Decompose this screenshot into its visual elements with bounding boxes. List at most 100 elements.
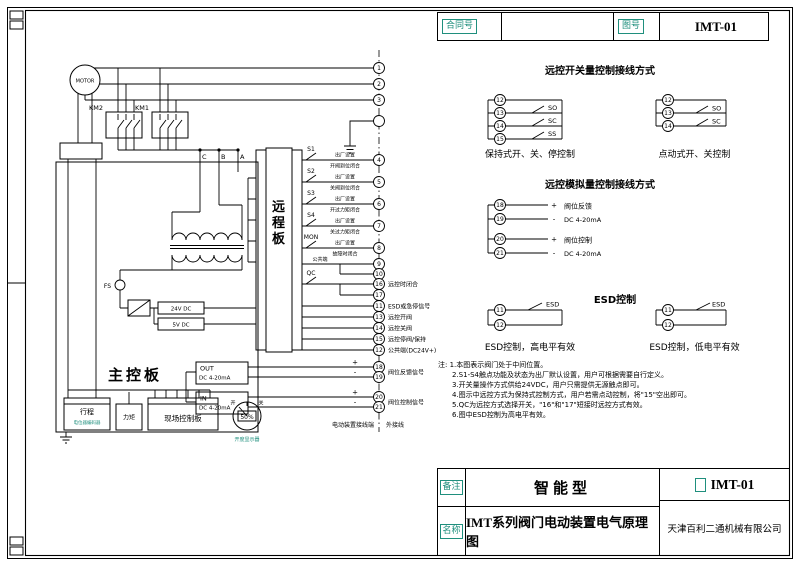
analog-feedback-range: DC 4-20mA <box>564 216 602 224</box>
feedback-signal-label: 阀位反馈信号 <box>388 369 424 377</box>
km1-label: KM1 <box>135 104 149 112</box>
terminal-7: 7 <box>377 223 381 230</box>
phase-b-label: B <box>221 153 225 161</box>
drawing-no-value: IMT-01 <box>659 13 768 40</box>
hold-terminal-15: 15 <box>496 136 504 143</box>
analog-control-label: 阀位控制 <box>564 236 592 245</box>
jog-terminal-13: 13 <box>664 110 672 117</box>
terminal-9: 9 <box>377 261 381 268</box>
contract-no-cell: 合同号 <box>438 13 501 40</box>
analog-sign-4: - <box>553 250 556 258</box>
remote-input-rows: QC 16 远控时闭合 17 11 ESD或急停信号 13 远控开阀 14 远控… <box>302 270 436 356</box>
dial-caption: 开度显示器 <box>234 436 259 443</box>
hold-terminal-14: 14 <box>496 123 504 130</box>
common-terminal-label: 公共端 <box>312 256 327 263</box>
switch-s1-label: S1 <box>307 146 315 153</box>
terminal-21: 21 <box>375 404 383 411</box>
feedback-switch-rows: S1 出厂设置 开阀到位闭合 4 S2 出厂设置 关阀到位闭合 5 S3 出厂设… <box>302 146 385 280</box>
dial-open-label: 开 <box>230 401 235 407</box>
power-terminal-3: 3 <box>377 97 381 104</box>
in-plus-sign: + <box>352 389 358 397</box>
dial-close-label: 关 <box>258 400 263 407</box>
esd-low-terminal-11: 11 <box>664 307 672 314</box>
note-line-4: 4.图示中远控方式为保持式控制方式，用户若需点动控制，将"15"空出即可。 <box>452 391 692 399</box>
jog-terminal-12: 12 <box>664 97 672 104</box>
title-block-labels: 备注 名称 <box>438 469 466 555</box>
psu-24v-label: 24V DC <box>171 307 192 313</box>
esd-section-title: ESD控制 <box>593 295 637 306</box>
jog-terminal-14: 14 <box>664 123 672 130</box>
out-minus-sign: - <box>354 369 357 377</box>
transformer-symbol <box>170 232 244 263</box>
esd-high-terminal-11: 11 <box>496 307 504 314</box>
power-terminal-2: 2 <box>377 81 381 88</box>
torque-module-label: 力矩 <box>123 414 135 422</box>
analog-out-range: DC 4-20mA <box>199 376 231 382</box>
hold-switch-ss: SS <box>548 130 556 138</box>
km2-label: KM2 <box>89 104 103 112</box>
terminal-5: 5 <box>377 179 381 186</box>
esd-signal-label: ESD或急停信号 <box>388 303 430 311</box>
main-control-board: FS 24V DC 5V DC 主控板 OUT DC 4-20mA IN DC … <box>55 142 424 444</box>
note-line-3: 3.开关量操作方式供给24VDC，用户只需提供无源触点即可。 <box>452 381 644 389</box>
analog-terminal-18: 18 <box>496 202 504 209</box>
note-line-2: 2.S1-S4触点功能及状态为出厂默认设置，用户可根据需要自行定义。 <box>452 371 668 379</box>
switch-s3-label: S3 <box>307 190 315 197</box>
analog-sign-1: + <box>551 202 557 210</box>
switch-s2-label: S2 <box>307 168 315 175</box>
remote-board-label: 远程板 <box>271 200 285 247</box>
switch-mon-label: MON <box>304 234 318 241</box>
analog-control-section-title: 远控模拟量控制接线方式 <box>545 180 655 191</box>
top-title-bar: 合同号 图号 IMT-01 <box>437 12 769 41</box>
esd-low-switch-label: ESD <box>712 301 725 309</box>
terminal-12: 12 <box>375 347 383 354</box>
ground-symbol <box>60 432 72 444</box>
hold-wiring-diagram: 12 13 14 15 SO SC SS <box>487 94 563 145</box>
esd-low-terminal-12: 12 <box>664 322 672 329</box>
note-line-1: 注: 1.本图表示阀门处于中间位置。 <box>438 361 548 369</box>
analog-in-range: DC 4-20mA <box>199 406 231 412</box>
name-label: 名称 <box>440 523 463 539</box>
row-mon-line1: 出厂设置 <box>335 240 355 247</box>
external-side-label: 外接线 <box>386 421 404 429</box>
esd-low-diagram: 11 12 ESD <box>655 301 727 331</box>
hold-terminal-12: 12 <box>496 97 504 104</box>
terminal-10: 10 <box>375 271 383 278</box>
ground-terminal <box>373 115 385 127</box>
note-line-5: 5.QC为远控方式选择开关，"16"和"17"短接时远控方式有效。 <box>452 401 647 409</box>
row-s1-line1: 出厂设置 <box>335 152 355 159</box>
terminal-17: 17 <box>375 292 383 299</box>
note-line-6: 6.图中ESD控制为高电平有效。 <box>452 411 550 419</box>
sheet-frame <box>7 7 793 559</box>
fuse-label: FS <box>104 283 111 290</box>
row-s3-line1: 出厂设置 <box>335 196 355 203</box>
local-control-board-label: 现场控制板 <box>164 413 202 423</box>
row-s3-line2: 开过力矩闭合 <box>330 207 360 214</box>
analog-out-name: OUT <box>200 365 214 373</box>
phase-c-label: C <box>202 153 207 161</box>
esd-high-terminal-12: 12 <box>496 322 504 329</box>
drawing-no-cell: 图号 <box>613 13 659 40</box>
contract-no-value <box>501 13 613 40</box>
terminal-19: 19 <box>375 374 383 381</box>
drawing-no-bottom: IMT-01 <box>710 476 755 492</box>
esd-high-caption: ESD控制，高电平有效 <box>484 343 576 353</box>
remote-board <box>255 147 303 353</box>
boundary-captions: 电动装置接线端 外接线 <box>332 421 404 429</box>
power-terminal-strip <box>59 142 103 160</box>
analog-terminal-20: 20 <box>496 236 504 243</box>
remote-stop-label: 远控停阀/保持 <box>388 336 426 344</box>
analog-sign-2: - <box>553 216 556 224</box>
remote-select-label: 远控时闭合 <box>388 281 418 289</box>
remote-board-right-connector <box>291 149 303 351</box>
jog-switch-so: SO <box>712 105 721 113</box>
esd-high-diagram: 11 12 ESD <box>487 301 563 331</box>
jog-wiring-diagram: 12 13 14 SO SC <box>655 94 727 132</box>
remote-common-label: 公共端(DC24V+) <box>388 347 436 355</box>
notes-block: 注: 1.本图表示阀门处于中间位置。 2.S1-S4触点功能及状态为出厂默认设置… <box>438 360 778 420</box>
hold-caption: 保持式开、关、停控制 <box>484 150 575 160</box>
esd-high-switch-label: ESD <box>546 301 559 309</box>
control-signal-label: 阀位控制信号 <box>388 399 424 407</box>
travel-module-sub-label: 电位器编码器 <box>74 419 101 426</box>
